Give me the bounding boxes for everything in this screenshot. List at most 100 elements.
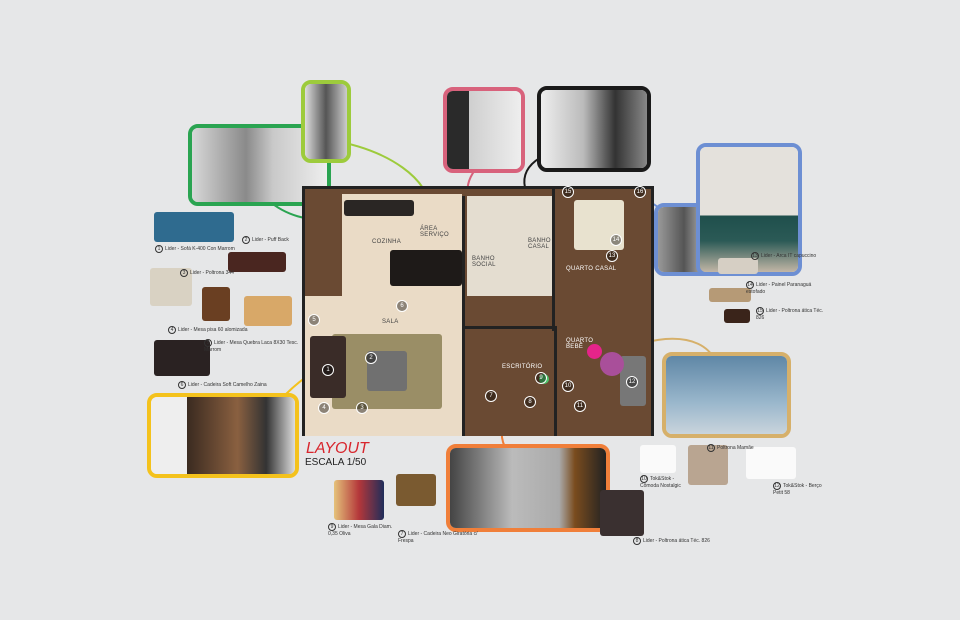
plan-element: 14 bbox=[746, 281, 754, 289]
marker-15: 15 bbox=[562, 186, 574, 198]
plan-element bbox=[666, 356, 787, 434]
side-table-product-image bbox=[202, 287, 230, 321]
social-bath-render-photo bbox=[443, 87, 525, 173]
service-area-render-photo bbox=[301, 80, 351, 163]
purple-rug bbox=[600, 352, 624, 376]
headboard-product-image bbox=[709, 288, 751, 302]
pink-pouf bbox=[587, 344, 602, 359]
plan-element: 7 bbox=[398, 530, 406, 538]
plan-element: Lider - Mesa Quebra Laca 8X30 Tesc. Marr… bbox=[204, 340, 299, 353]
plan-element bbox=[700, 147, 798, 272]
kitchen-counter bbox=[344, 200, 414, 216]
plan-element: Lider - Painel Paranaguá estofado bbox=[746, 282, 812, 295]
plan-element bbox=[554, 326, 557, 436]
marker-1: 1 bbox=[322, 364, 334, 376]
plan-element: 1 bbox=[155, 245, 163, 253]
plan-element: 13 bbox=[751, 252, 759, 260]
plan-element: 12 bbox=[773, 482, 781, 490]
room-label-office: ESCRITÓRIO bbox=[502, 364, 543, 370]
room-label-bedroom: QUARTO CASAL bbox=[566, 266, 617, 272]
marker-6: 6 bbox=[396, 300, 408, 312]
marker-9: 9 bbox=[535, 372, 547, 384]
room-label-baby: QUARTO BEBÊ bbox=[566, 338, 594, 350]
plan-element bbox=[464, 326, 554, 329]
plan-element: Lider - Poltrona ática Téc. 826 bbox=[756, 308, 824, 321]
marker-2: 2 bbox=[365, 352, 377, 364]
plan-element: 6 bbox=[178, 381, 186, 389]
marker-7: 7 bbox=[485, 390, 497, 402]
plan-element: Tok&Stok - Cômoda Nostalgic bbox=[640, 476, 681, 489]
plan-element: Lider - Poltrona ática Téc. 826 bbox=[643, 538, 710, 544]
room-label-kitchen: COZINHA bbox=[372, 239, 402, 245]
office-render-photo bbox=[446, 444, 610, 532]
plan-element bbox=[447, 91, 521, 169]
marker-11: 11 bbox=[574, 400, 586, 412]
plan-element: 11 bbox=[707, 444, 715, 452]
marker-3: 3 bbox=[356, 402, 368, 414]
plan-element: Lider - Poltrona 344 bbox=[190, 270, 234, 276]
room-label-bath-social: BANHO SOCIAL bbox=[472, 256, 496, 268]
plan-element: Lider - Sofá K-400 Con Marrom bbox=[165, 246, 235, 252]
dresser-product-image bbox=[640, 445, 676, 473]
plan-element: Lider - Mesa Gala Diam. 0,35 Oliva bbox=[328, 524, 393, 537]
plan-element: Lider - Cadeira Neo Giratória c/ Frespa bbox=[398, 531, 478, 544]
plan-element bbox=[305, 84, 347, 159]
sofa-product-image bbox=[154, 212, 234, 242]
room-label-bath-couple: BANHO CASAL bbox=[528, 238, 551, 250]
plan-element: 2 bbox=[242, 236, 250, 244]
marker-4: 4 bbox=[318, 402, 330, 414]
plan-element bbox=[651, 186, 654, 436]
plan-element: 10 bbox=[640, 475, 648, 483]
plan-element: 3 bbox=[180, 269, 188, 277]
marker-14: 14 bbox=[610, 234, 622, 246]
marker-5: 5 bbox=[308, 314, 320, 326]
plan-element bbox=[462, 196, 465, 436]
bedroom-render-photo bbox=[696, 143, 802, 276]
plan-element: Poltrona Mamãe bbox=[717, 445, 754, 451]
bench-product-image bbox=[724, 309, 750, 323]
layout-title: LAYOUT bbox=[306, 440, 369, 457]
marker-8: 8 bbox=[524, 396, 536, 408]
crib-product-image bbox=[746, 447, 796, 479]
puff-product-image bbox=[228, 252, 286, 272]
plan-element: Lider - Mesa pisa 60 alomizada bbox=[178, 327, 248, 333]
couple-bath-render-photo bbox=[537, 86, 651, 172]
kitchen-island bbox=[390, 250, 462, 286]
floor-plan: COZINHA ÁREA SERVIÇO BANHO SOCIAL BANHO … bbox=[302, 186, 654, 436]
nesting-table-product-image bbox=[244, 296, 292, 326]
bath-floor bbox=[467, 196, 552, 296]
marker-13: 13 bbox=[606, 250, 618, 262]
plan-element: 9 bbox=[328, 523, 336, 531]
chest-product-image bbox=[718, 258, 758, 274]
plan-element bbox=[302, 186, 305, 436]
plan-element bbox=[151, 397, 295, 474]
baby-room-render-photo bbox=[662, 352, 791, 438]
living-room-render-photo bbox=[147, 393, 299, 478]
plan-element: 8 bbox=[633, 537, 641, 545]
plan-element: Lider - Arca IT capuccino bbox=[761, 253, 817, 259]
dining-chairs-product-image bbox=[154, 340, 210, 376]
plan-element: 15 bbox=[756, 307, 764, 315]
marker-10: 10 bbox=[562, 380, 574, 392]
plan-element: 5 bbox=[204, 339, 212, 347]
plan-element: Lider - Puff Back bbox=[252, 237, 289, 243]
scale-label: ESCALA 1/50 bbox=[305, 457, 367, 468]
armchair-office-product-image bbox=[600, 490, 644, 536]
plan-element bbox=[302, 186, 654, 189]
plan-element bbox=[541, 90, 647, 168]
plan-element: 4 bbox=[168, 326, 176, 334]
